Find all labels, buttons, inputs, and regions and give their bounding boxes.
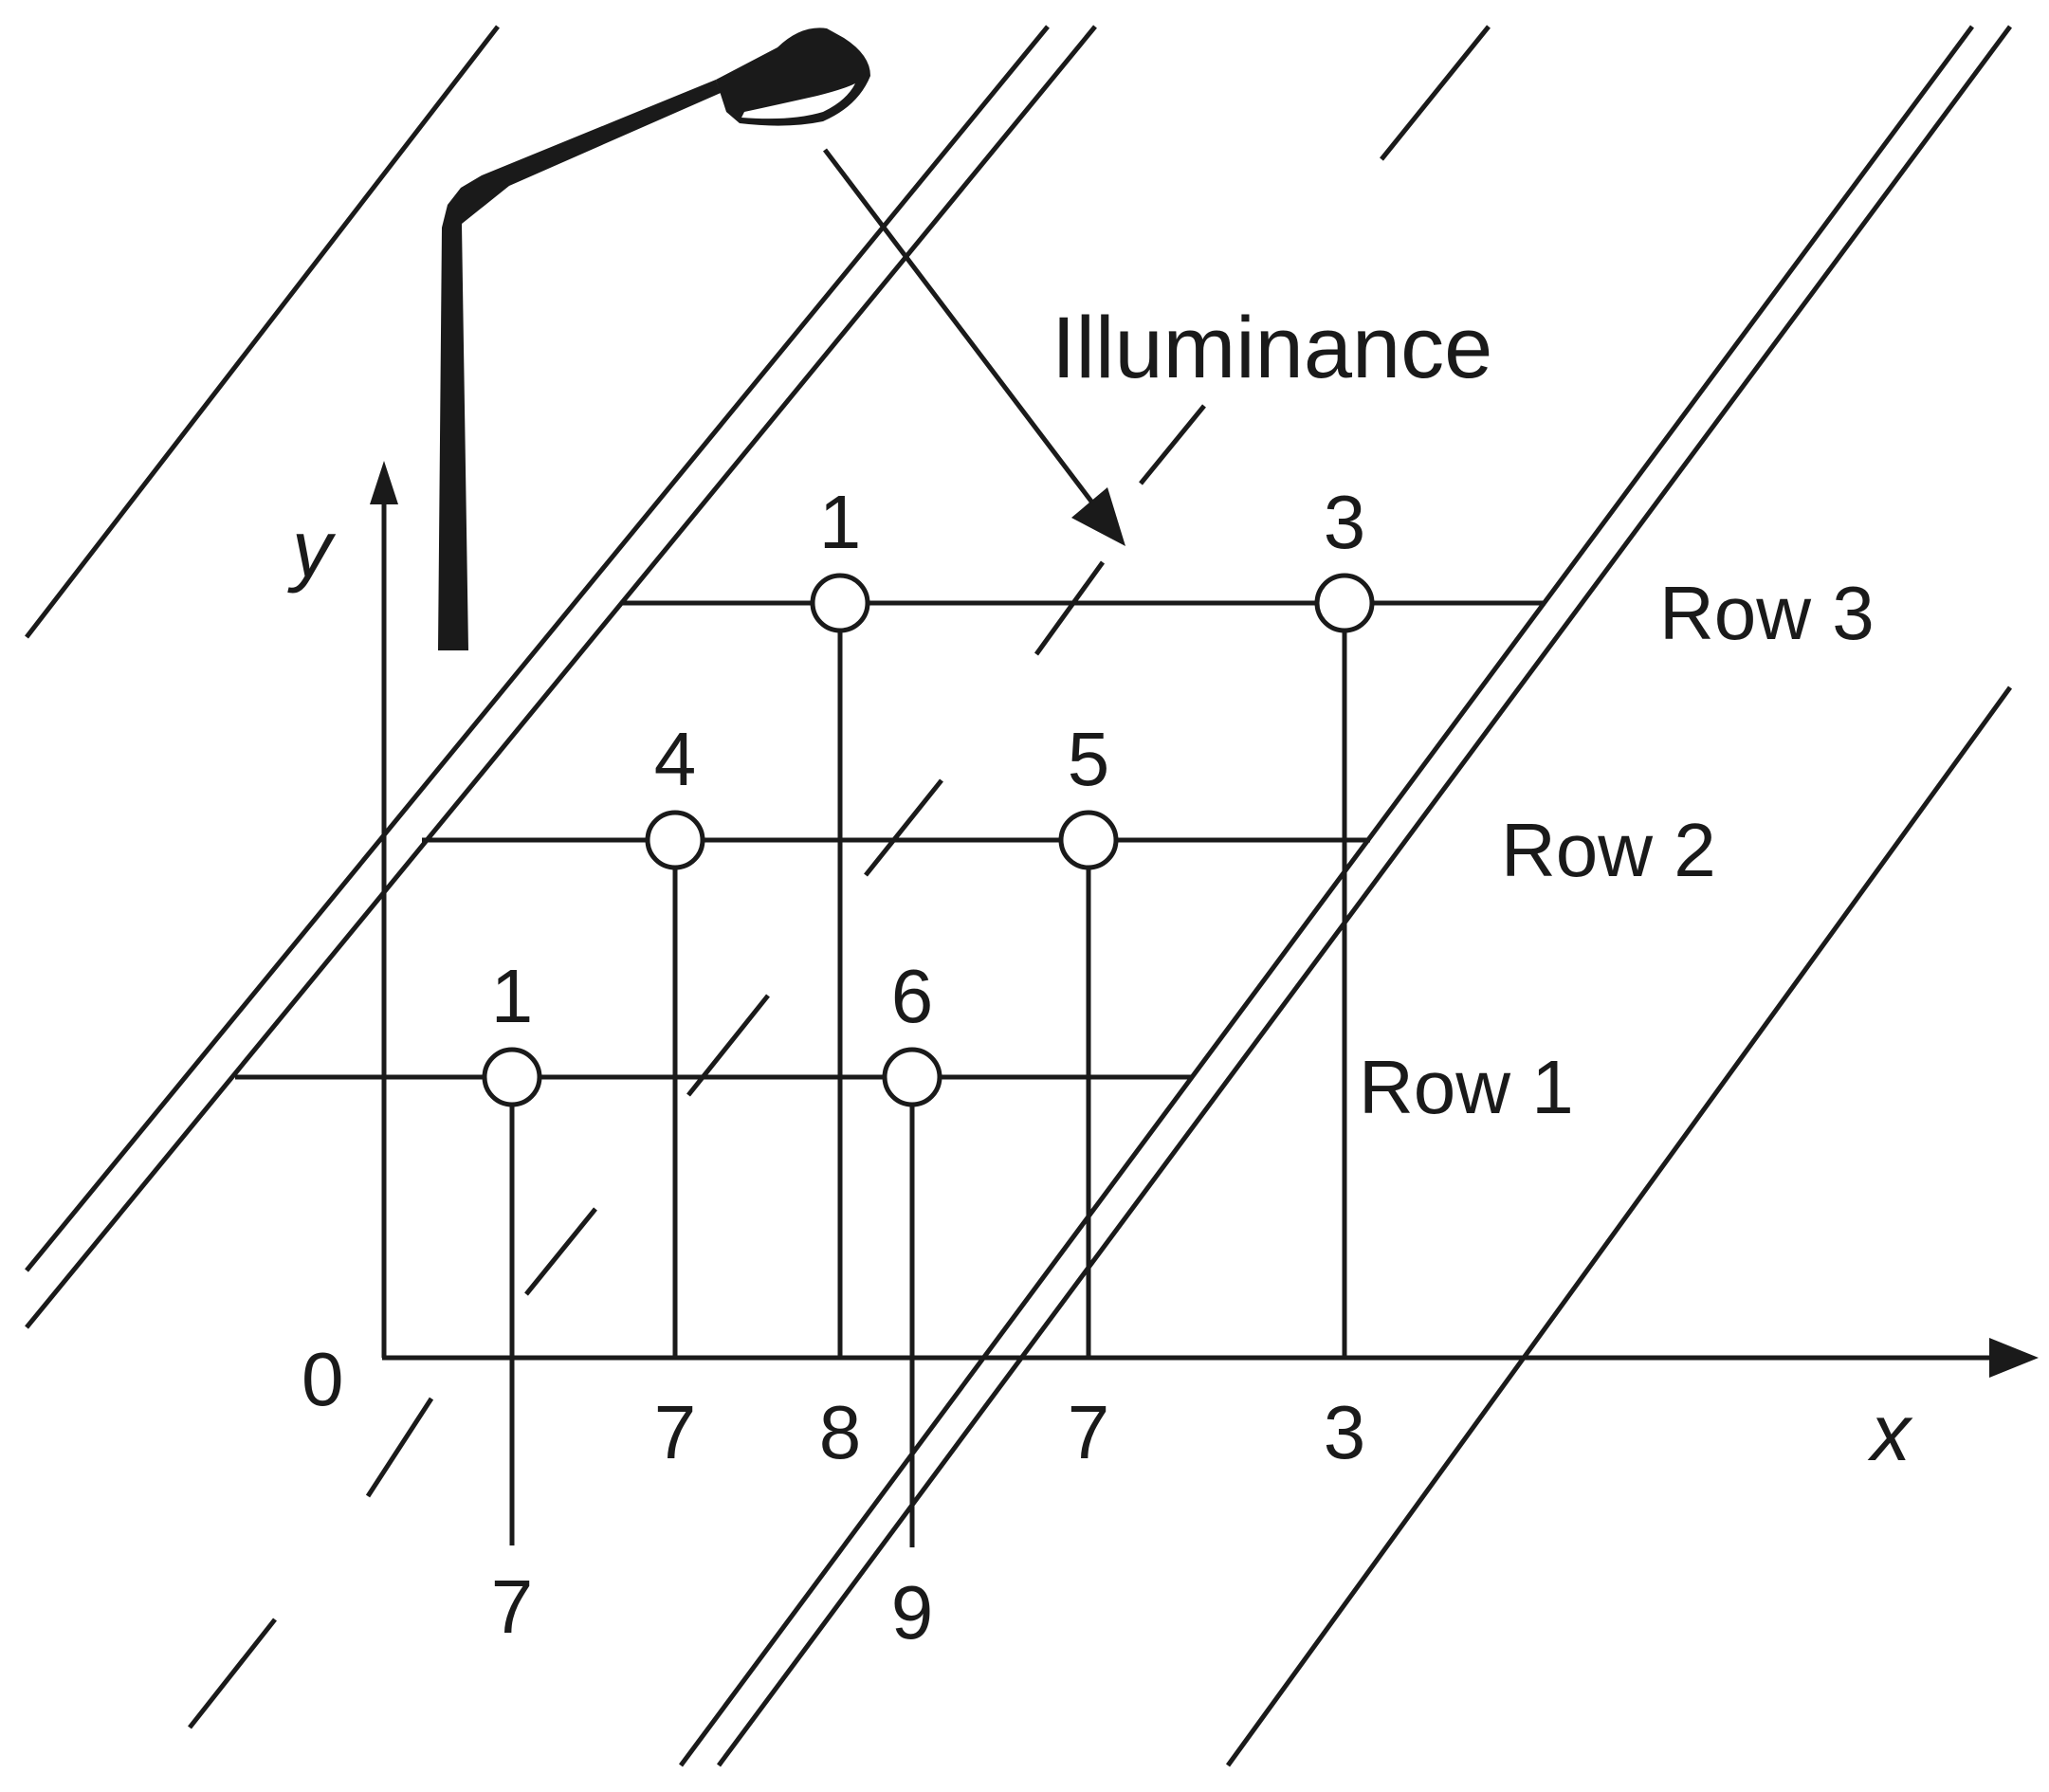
- row-1-label: Row 1: [1359, 1045, 1574, 1129]
- center-dashes: [188, 25, 1491, 1729]
- row2-p2-value: 5: [1068, 717, 1110, 801]
- projection-lines: [509, 603, 1347, 1547]
- row1-p2-reading: 9: [891, 1570, 934, 1655]
- curb-left-outer: [25, 25, 1050, 1272]
- center-dash: [1139, 404, 1206, 485]
- row-3-label: Row 3: [1659, 571, 1875, 655]
- point-row1-1: [482, 1047, 542, 1107]
- point-row3-1: [810, 573, 870, 633]
- center-dash: [686, 994, 770, 1097]
- center-dash: [365, 1397, 434, 1498]
- road-edge-far-right: [1225, 686, 2013, 1767]
- center-dash: [864, 778, 943, 877]
- point-row2-2: [1058, 810, 1119, 870]
- illuminance-label: Illuminance: [1052, 300, 1492, 396]
- center-dash: [1380, 25, 1491, 161]
- center-dash: [188, 1618, 277, 1729]
- street-lamp-icon: [438, 27, 870, 650]
- row1-p1-value: 1: [491, 954, 534, 1038]
- row3-p2-reading: 3: [1324, 1390, 1366, 1474]
- illuminance-arrow: [823, 148, 1125, 546]
- y-axis: [370, 461, 398, 1358]
- center-dash: [1034, 560, 1106, 656]
- row3-p1-value: 1: [819, 480, 862, 564]
- row2-p1-value: 4: [654, 717, 697, 801]
- x-axis: [382, 1338, 2039, 1378]
- point-row3-2: [1314, 573, 1375, 633]
- row2-p2-reading: 7: [1068, 1390, 1110, 1474]
- x-axis-label: x: [1867, 1388, 1913, 1477]
- y-axis-label: y: [287, 504, 337, 594]
- curb-right-outer: [678, 25, 1975, 1767]
- point-row1-2: [882, 1047, 942, 1107]
- curb-left-inner: [25, 25, 1097, 1329]
- row1-p2-value: 6: [891, 954, 934, 1038]
- row3-p2-value: 3: [1324, 480, 1366, 564]
- row2-p1-reading: 7: [654, 1390, 697, 1474]
- road-edge-far-left: [25, 25, 500, 639]
- road-lines: [25, 25, 2013, 1767]
- point-row2-1: [645, 810, 705, 870]
- origin-label: 0: [302, 1337, 344, 1421]
- row-lines: [235, 600, 1546, 1080]
- row1-p1-reading: 7: [491, 1564, 534, 1649]
- row-2-label: Row 2: [1501, 808, 1716, 892]
- center-dash: [524, 1207, 597, 1296]
- curb-right-inner: [716, 25, 2013, 1767]
- measurement-points: [482, 573, 1375, 1107]
- row3-p1-reading: 8: [819, 1390, 862, 1474]
